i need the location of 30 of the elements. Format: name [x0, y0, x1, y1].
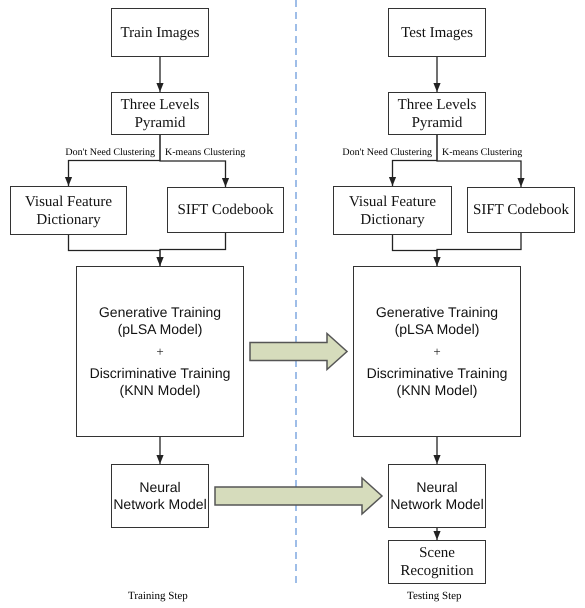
edge-label: Don't Need Clustering — [64, 146, 156, 158]
edge-label: Don't Need Clustering — [341, 146, 433, 158]
edge-label: K-means Clustering — [164, 147, 246, 158]
arrow — [433, 57, 441, 92]
process-box: Neural Network Model — [111, 464, 209, 528]
process-box: Test Images — [388, 8, 486, 57]
process-box: Visual Feature Dictionary — [333, 186, 452, 235]
step-caption: Testing Step — [407, 590, 462, 602]
arrow — [436, 135, 525, 187]
process-box: Generative Training (pLSA Model) + Discriminative Training (KNN Model) — [76, 266, 244, 437]
process-box: Generative Training (pLSA Model) + Discriminative Training (KNN Model) — [353, 266, 521, 437]
process-box: Neural Network Model — [388, 464, 486, 528]
process-box: Visual Feature Dictionary — [10, 186, 127, 235]
process-box: Three Levels Pyramid — [111, 92, 209, 135]
step-caption: Training Step — [128, 590, 188, 602]
process-box: Train Images — [111, 8, 209, 57]
arrow — [433, 233, 522, 266]
arrow — [156, 233, 226, 266]
process-box: SIFT Codebook — [467, 187, 575, 233]
arrow — [433, 437, 441, 464]
block-arrow — [214, 476, 384, 516]
arrow — [159, 135, 230, 187]
process-box: SIFT Codebook — [167, 187, 284, 233]
block-arrow — [249, 332, 348, 372]
edge-label: K-means Clustering — [441, 147, 524, 158]
arrow — [156, 437, 164, 464]
arrow — [156, 57, 164, 92]
process-box: Scene Recognition — [388, 540, 486, 584]
arrow — [433, 528, 441, 540]
process-box: Three Levels Pyramid — [388, 92, 486, 135]
